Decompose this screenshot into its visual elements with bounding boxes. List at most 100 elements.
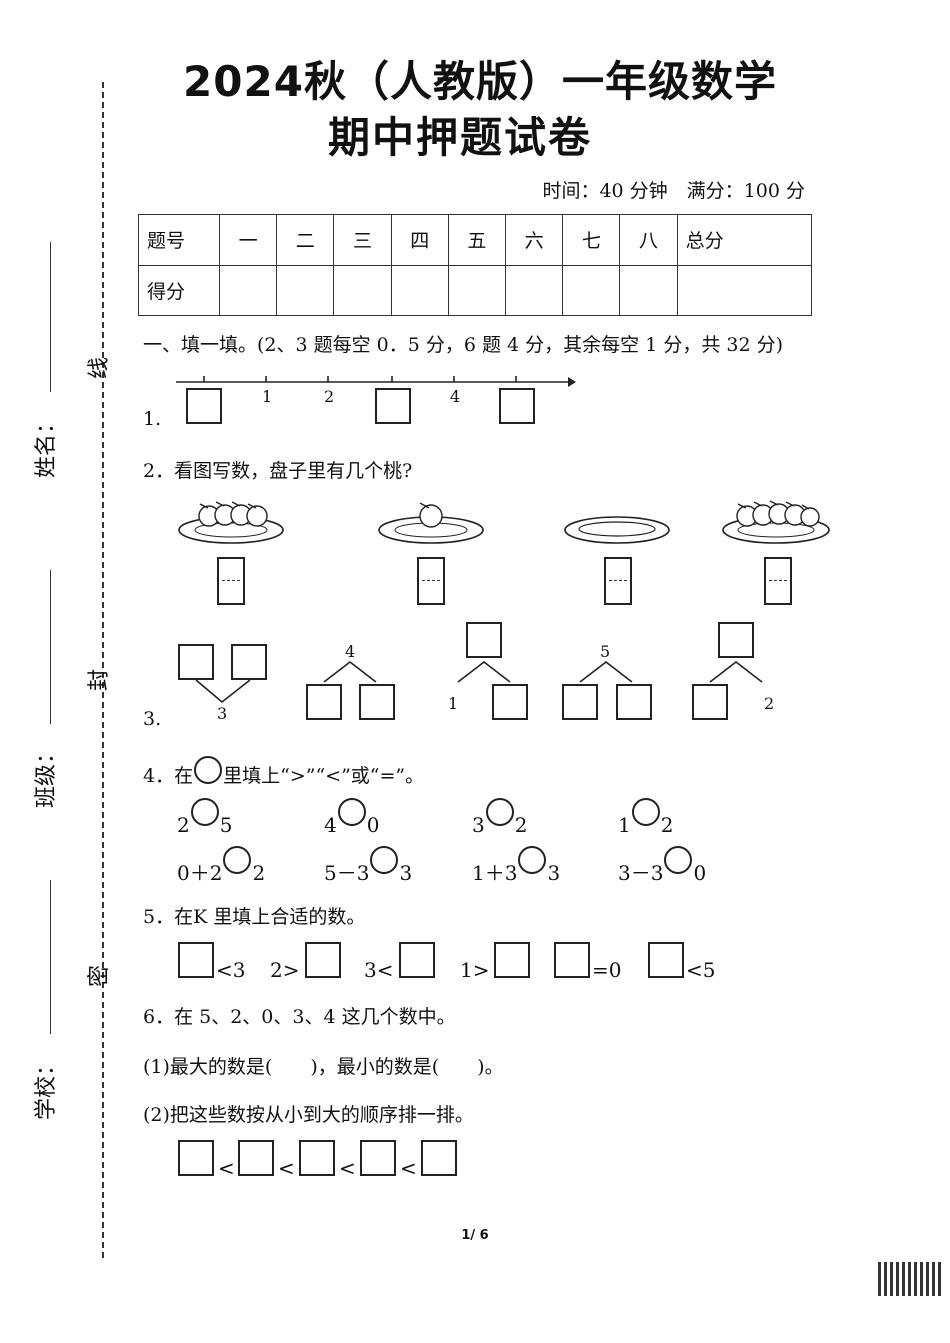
answer-circle[interactable] [223, 846, 252, 874]
compare-right: 0 [366, 813, 380, 837]
answer-box[interactable] [554, 942, 590, 978]
answer-box[interactable] [562, 684, 598, 720]
answer-box[interactable] [299, 1140, 335, 1176]
compare-left: 0＋2 [177, 861, 223, 885]
score-cell[interactable] [447, 264, 507, 316]
compare-left: 4 [324, 813, 337, 837]
q4-prompt-before: 4．在 [143, 765, 194, 787]
answer-circle[interactable] [631, 798, 660, 826]
answer-circle[interactable] [370, 846, 399, 874]
score-table-cell: 三 [333, 214, 392, 266]
plate-peach-icon [378, 502, 484, 544]
compare-right: 0 [693, 861, 707, 885]
bond-value: 4 [345, 642, 356, 661]
answer-box[interactable] [604, 557, 632, 605]
page-subtitle: 期中押题试卷 [327, 113, 592, 162]
q6-text: 6．在 5、2、0、3、4 这几个数中。 [143, 1006, 456, 1028]
answer-box[interactable] [178, 1140, 214, 1176]
answer-box[interactable] [718, 622, 754, 658]
answer-box[interactable] [492, 684, 528, 720]
answer-box[interactable] [616, 684, 652, 720]
number-line [176, 376, 576, 387]
answer-box[interactable] [238, 1140, 274, 1176]
compare-left: 1＋3 [472, 861, 518, 885]
compare-left: 2 [177, 813, 190, 837]
answer-box[interactable] [178, 644, 214, 680]
answer-box[interactable] [178, 942, 214, 978]
score-table-cell: 八 [619, 214, 678, 266]
score-cell[interactable] [676, 264, 813, 316]
tick-label: 2 [324, 387, 335, 406]
answer-box[interactable] [421, 1140, 457, 1176]
q5-after: <3 [216, 958, 246, 982]
answer-box[interactable] [648, 942, 684, 978]
answer-box[interactable] [399, 942, 435, 978]
answer-box[interactable] [375, 388, 411, 424]
score-table-cell: 六 [505, 214, 564, 266]
q5-before: 2> [270, 958, 300, 982]
score-cell[interactable] [390, 264, 449, 316]
q3-number: 3. [143, 708, 162, 730]
answer-box[interactable] [417, 557, 445, 605]
score-table-cell: 题号 [138, 214, 220, 266]
class-label: 班级： [34, 741, 59, 808]
compare-right: 2 [660, 813, 674, 837]
score-cell[interactable] [276, 264, 335, 316]
answer-box[interactable] [360, 1140, 396, 1176]
answer-circle[interactable] [664, 846, 693, 874]
answer-box[interactable] [306, 684, 342, 720]
q5-text: 5．在K 里填上合适的数。 [143, 906, 366, 928]
compare-item: 0＋2 2 [177, 846, 265, 886]
answer-box[interactable] [217, 557, 245, 605]
less-than-sign: < [278, 1156, 295, 1180]
answer-box[interactable] [692, 684, 728, 720]
score-cell[interactable] [333, 264, 392, 316]
answer-box[interactable] [186, 388, 222, 424]
compare-right: 3 [399, 861, 413, 885]
plate-peach-icon [178, 501, 284, 544]
seal-char-line: 线 [87, 356, 113, 380]
q2-text: 2．看图写数，盘子里有几个桃? [143, 460, 413, 482]
answer-box[interactable] [359, 684, 395, 720]
answer-box[interactable] [305, 942, 341, 978]
score-cell[interactable] [505, 264, 564, 316]
answer-circle[interactable] [190, 798, 219, 826]
compare-right: 2 [252, 861, 266, 885]
score-cell[interactable] [562, 264, 621, 316]
answer-box[interactable] [764, 557, 792, 605]
compare-right: 5 [219, 813, 233, 837]
score-table-score-row: 得分 [138, 264, 813, 316]
name-label: 姓名： [34, 411, 59, 478]
class-underline [50, 570, 51, 724]
score-table: 题号 一 二 三 四 五 六 七 八 总分 得分 [138, 214, 813, 316]
compare-left: 3 [472, 813, 485, 837]
exam-meta: 时间：40 分钟 满分：100 分 [542, 180, 805, 202]
score-cell[interactable] [218, 264, 278, 316]
school-label: 学校： [34, 1053, 59, 1120]
score-table-cell: 二 [276, 214, 335, 266]
bond-value: 3 [217, 704, 228, 723]
answer-box[interactable] [231, 644, 267, 680]
circle-icon [194, 756, 223, 784]
score-table-cell: 一 [218, 214, 278, 266]
answer-circle[interactable] [485, 798, 514, 826]
answer-circle[interactable] [518, 846, 547, 874]
answer-box[interactable] [466, 622, 502, 658]
tick-label: 1 [262, 387, 273, 406]
answer-circle[interactable] [337, 798, 366, 826]
page-number: 1/ 6 [461, 1228, 489, 1243]
score-cell[interactable] [619, 264, 678, 316]
less-than-sign: < [218, 1156, 235, 1180]
answer-box[interactable] [499, 388, 535, 424]
q6-part1: (1)最大的数是( )，最小的数是( )。 [143, 1056, 504, 1078]
score-table-header-row: 题号 一 二 三 四 五 六 七 八 总分 [138, 214, 813, 266]
answer-box[interactable] [494, 942, 530, 978]
compare-right: 2 [514, 813, 528, 837]
score-row-label: 得分 [138, 264, 220, 316]
name-underline [50, 242, 51, 392]
